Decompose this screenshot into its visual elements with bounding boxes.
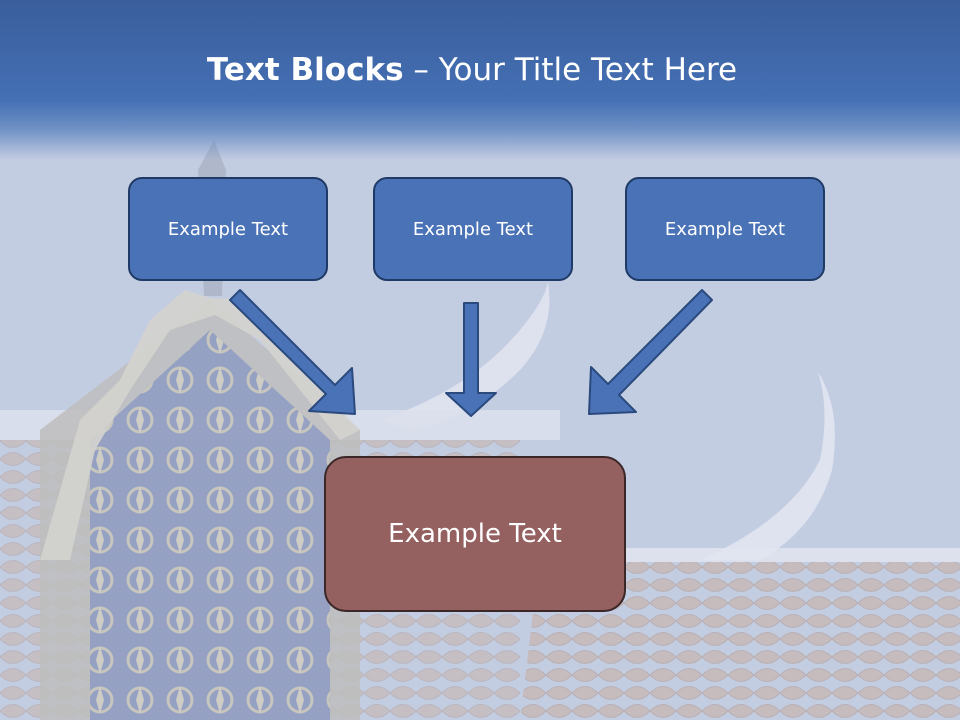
title-band: [0, 0, 960, 160]
text-block-2-label: Example Text: [412, 218, 534, 240]
text-block-1[interactable]: Example Text: [128, 177, 328, 281]
text-block-3[interactable]: Example Text: [625, 177, 825, 281]
text-block-2[interactable]: Example Text: [373, 177, 573, 281]
target-block[interactable]: Example Text: [324, 456, 626, 612]
slide-title: Text Blocks – Your Title Text Here: [0, 52, 944, 88]
slide-title-rest: Your Title Text Here: [438, 52, 738, 88]
slide-title-bold: Text Blocks: [206, 52, 404, 88]
slide-title-separator: –: [403, 52, 439, 88]
target-block-label: Example Text: [388, 519, 562, 549]
text-block-1-label: Example Text: [167, 218, 289, 240]
text-block-3-label: Example Text: [664, 218, 786, 240]
